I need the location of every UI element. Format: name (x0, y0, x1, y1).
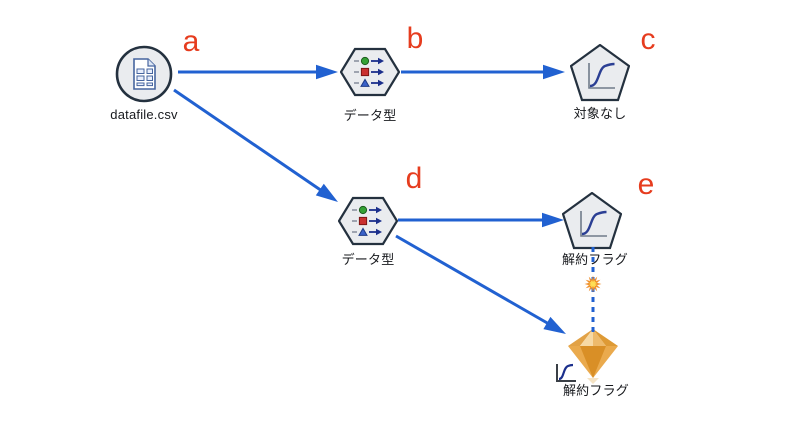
model-pentagon-shape (562, 192, 622, 250)
node-label-nugget: 解約フラグ (562, 383, 629, 398)
sigmoid-curve-icon (588, 62, 615, 89)
gem-model-nugget-icon (568, 329, 618, 384)
node-source-datafile[interactable] (114, 44, 174, 104)
type-hexagon-shape (340, 47, 400, 97)
node-model-nugget[interactable] (566, 326, 620, 384)
sigmoid-curve-icon (580, 210, 607, 237)
field-types-icon (354, 56, 384, 87)
field-types-icon (352, 205, 382, 236)
annotation-c: c (640, 23, 656, 56)
type-hexagon-shape (338, 196, 398, 246)
node-model-1[interactable] (570, 44, 630, 102)
node-label-model-1: 対象なし (573, 106, 627, 121)
model-pentagon-shape (570, 44, 630, 102)
source-circle-shape (115, 45, 173, 103)
node-label-model-2: 解約フラグ (561, 252, 628, 267)
annotation-b: b (406, 22, 424, 55)
node-label-source: datafile.csv (110, 107, 178, 122)
node-model-2[interactable] (562, 192, 622, 250)
annotation-e: e (637, 168, 655, 201)
node-type-2[interactable] (338, 196, 398, 246)
node-label-type-2: データ型 (341, 252, 395, 267)
nugget-sigmoid-overlay-icon (552, 360, 578, 384)
node-label-type-1: データ型 (343, 108, 397, 123)
annotation-a: a (182, 25, 200, 58)
node-type-1[interactable] (340, 47, 400, 97)
document-file-icon (133, 58, 156, 90)
annotation-d: d (405, 162, 423, 195)
